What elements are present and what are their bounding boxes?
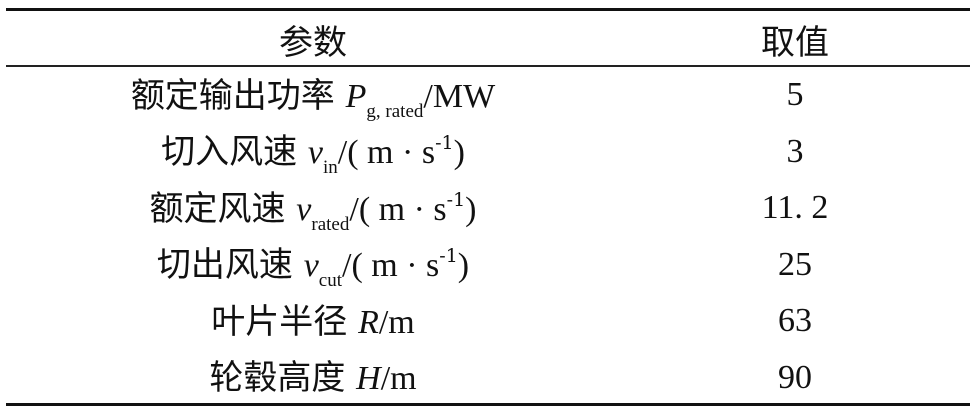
- value-cell: 63: [778, 302, 812, 339]
- param-subscript: rated: [311, 213, 350, 235]
- param-unit-exponent: -1: [439, 245, 458, 267]
- param-unit-exponent: -1: [446, 188, 466, 211]
- param-symbol: v: [296, 190, 312, 228]
- param-cell: 轮毂高度 H/m: [6, 350, 620, 405]
- param-unit-close: ): [457, 247, 470, 284]
- param-unit: /( m · s: [337, 134, 436, 171]
- table-row: 叶片半径 R/m 63: [6, 293, 970, 349]
- param-unit: /( m · s: [342, 247, 440, 284]
- table-row: 额定输出功率 Pg, rated/MW 5: [6, 67, 970, 123]
- param-cell: 切入风速 vin/( m · s-1): [6, 124, 620, 179]
- table-row: 额定风速 vrated/( m · s-1) 11. 2: [6, 180, 970, 236]
- param-unit: /MW: [423, 77, 496, 115]
- param-unit: /( m · s: [349, 190, 447, 228]
- param-symbol: v: [303, 247, 319, 284]
- param-name: 切入风速: [161, 132, 308, 172]
- param-unit-close: ): [465, 190, 477, 228]
- value-cell: 11. 2: [761, 189, 829, 226]
- table-row: 切出风速 vcut/( m · s-1) 25: [6, 237, 970, 293]
- param-name: 切出风速: [156, 245, 304, 285]
- value-cell: 5: [786, 76, 804, 113]
- param-cell: 叶片半径 R/m: [6, 294, 620, 349]
- param-name: 额定风速: [149, 188, 297, 229]
- header-value: 取值: [761, 24, 829, 62]
- value-cell: 25: [778, 245, 812, 283]
- param-name: 轮毂高度: [209, 358, 357, 398]
- param-name: 叶片半径: [211, 301, 359, 342]
- header-param: 参数: [279, 22, 347, 63]
- table-row: 切入风速 vin/( m · s-1) 3: [6, 124, 970, 180]
- param-name: 额定输出功率: [130, 75, 346, 116]
- param-cell: 额定输出功率 Pg, rated/MW: [6, 68, 620, 123]
- value-cell: 90: [778, 358, 812, 396]
- param-subscript: cut: [318, 270, 342, 291]
- param-subscript: in: [323, 157, 338, 178]
- param-symbol: P: [345, 77, 367, 115]
- param-subscript: g, rated: [366, 100, 424, 122]
- param-unit-close: ): [453, 134, 465, 171]
- param-symbol: R: [358, 303, 379, 341]
- table-row: 轮毂高度 H/m 90: [6, 350, 970, 406]
- table-bottom-rule: [6, 403, 970, 406]
- param-unit: /m: [380, 360, 417, 397]
- value-cell: 3: [786, 132, 804, 170]
- param-symbol: H: [356, 360, 381, 397]
- param-cell: 切出风速 vcut/( m · s-1): [6, 237, 620, 292]
- header-rule: [6, 65, 970, 67]
- param-cell: 额定风速 vrated/( m · s-1): [6, 181, 620, 236]
- table-top-rule: [6, 8, 970, 11]
- param-symbol: v: [307, 134, 323, 171]
- table-header: 参数 取值: [6, 11, 970, 67]
- param-unit: /m: [378, 303, 415, 341]
- param-unit-exponent: -1: [435, 132, 454, 154]
